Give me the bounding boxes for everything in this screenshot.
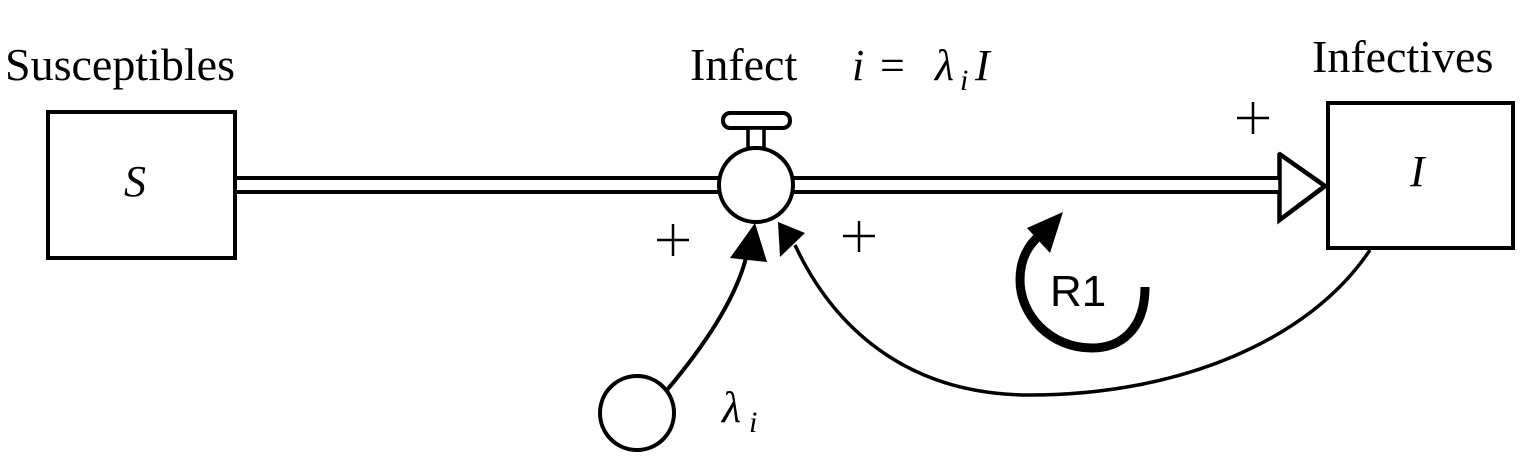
loop-arrowhead-icon (1027, 212, 1063, 253)
loop-label: R1 (1050, 267, 1106, 316)
flow-label-group: Infect i = λ i I (690, 39, 992, 97)
flow-name: Infect (690, 39, 797, 90)
stock-infectives-symbol: I (1409, 147, 1427, 196)
polarity-flow-plus (1237, 102, 1269, 134)
stock-infectives[interactable]: Infectives I (1312, 31, 1515, 250)
flow-eq-equals: = (880, 41, 905, 90)
stock-susceptibles-symbol: S (124, 157, 146, 206)
polarity-lambda-plus (657, 224, 689, 256)
flow-valve-infect[interactable] (717, 111, 795, 224)
auxiliary-subscript: i (749, 406, 757, 439)
link-lambda-arrowhead-icon (730, 223, 767, 262)
flow-eq-rhs: I (974, 41, 992, 90)
stock-infectives-box[interactable] (1326, 101, 1515, 250)
link-infectives-arrowhead-icon (778, 222, 805, 257)
flow-pipe[interactable] (235, 176, 1279, 194)
loop-r1: R1 (1015, 212, 1150, 353)
stock-infectives-title: Infectives (1312, 31, 1493, 82)
valve-stem-icon (746, 126, 766, 150)
flow-eq-lhs: i (852, 41, 864, 90)
valve-circle-icon (717, 146, 795, 224)
auxiliary-lambda-i[interactable]: λ i (598, 374, 757, 452)
link-lambda-to-infect[interactable] (665, 257, 748, 392)
loop-arc-icon (1015, 231, 1150, 353)
auxiliary-circle-icon[interactable] (598, 374, 676, 452)
stock-susceptibles-title: Susceptibles (5, 39, 235, 90)
flow-eq-subscript: i (960, 64, 968, 97)
stock-susceptibles-box[interactable] (46, 110, 237, 260)
link-infectives-to-infect[interactable] (793, 244, 1372, 397)
flow-eq-lambda: λ (933, 41, 954, 90)
auxiliary-symbol: λ (720, 383, 741, 432)
stock-susceptibles[interactable]: Susceptibles S (5, 39, 237, 260)
valve-handle-icon (721, 111, 792, 130)
polarity-infectives-plus (843, 221, 875, 252)
